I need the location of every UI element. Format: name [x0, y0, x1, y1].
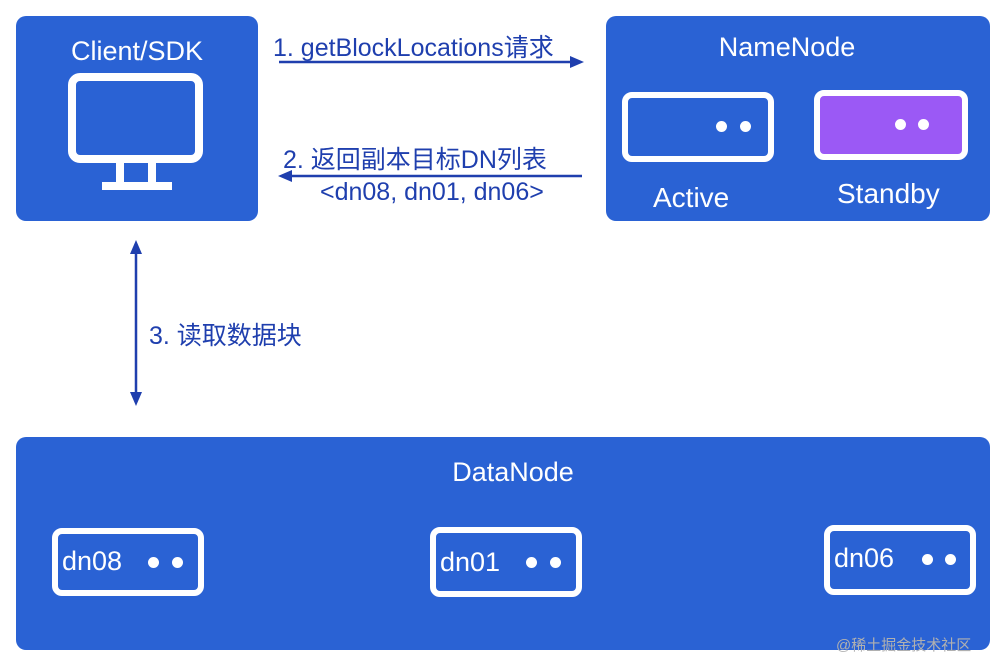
namenode-title: NameNode — [718, 32, 856, 62]
status-dot — [172, 557, 183, 568]
datanode-server-dn06: dn06 — [824, 525, 976, 595]
client-title: Client/SDK — [70, 36, 204, 66]
dn-label: dn08 — [62, 546, 123, 576]
status-dot — [716, 121, 727, 132]
standby-label: Standby — [837, 178, 940, 209]
status-dot — [550, 557, 561, 568]
status-dot — [526, 557, 537, 568]
monitor-icon — [68, 73, 203, 190]
read-arrowhead-down — [130, 392, 142, 406]
datanode-box: DataNode dn08 dn01 dn06 — [16, 437, 990, 650]
read-arrowhead-up — [130, 240, 142, 254]
status-dot — [922, 554, 933, 565]
watermark: @稀土掘金技术社区 — [836, 637, 972, 654]
status-dot — [945, 554, 956, 565]
dn-label: dn06 — [834, 543, 895, 573]
read-label: 3. 读取数据块 — [149, 322, 302, 350]
status-dot — [918, 119, 929, 130]
request-label: 1. getBlockLocations请求 — [273, 34, 554, 62]
request-arrowhead — [570, 56, 584, 68]
response-detail-label: <dn08, dn01, dn06> — [320, 178, 544, 206]
response-arrowhead — [278, 170, 292, 182]
datanode-server-dn01: dn01 — [430, 527, 582, 597]
status-dot — [740, 121, 751, 132]
response-label: 2. 返回副本目标DN列表 — [283, 146, 547, 174]
datanode-title: DataNode — [452, 457, 574, 487]
namenode-box: NameNode Active Standby — [606, 16, 990, 221]
status-dot — [148, 557, 159, 568]
active-server — [622, 92, 774, 162]
active-label: Active — [653, 182, 730, 213]
datanode-server-dn08: dn08 — [52, 528, 204, 596]
dn-label: dn01 — [440, 547, 501, 577]
status-dot — [895, 119, 906, 130]
standby-server — [814, 90, 968, 160]
client-box: Client/SDK — [16, 16, 258, 221]
